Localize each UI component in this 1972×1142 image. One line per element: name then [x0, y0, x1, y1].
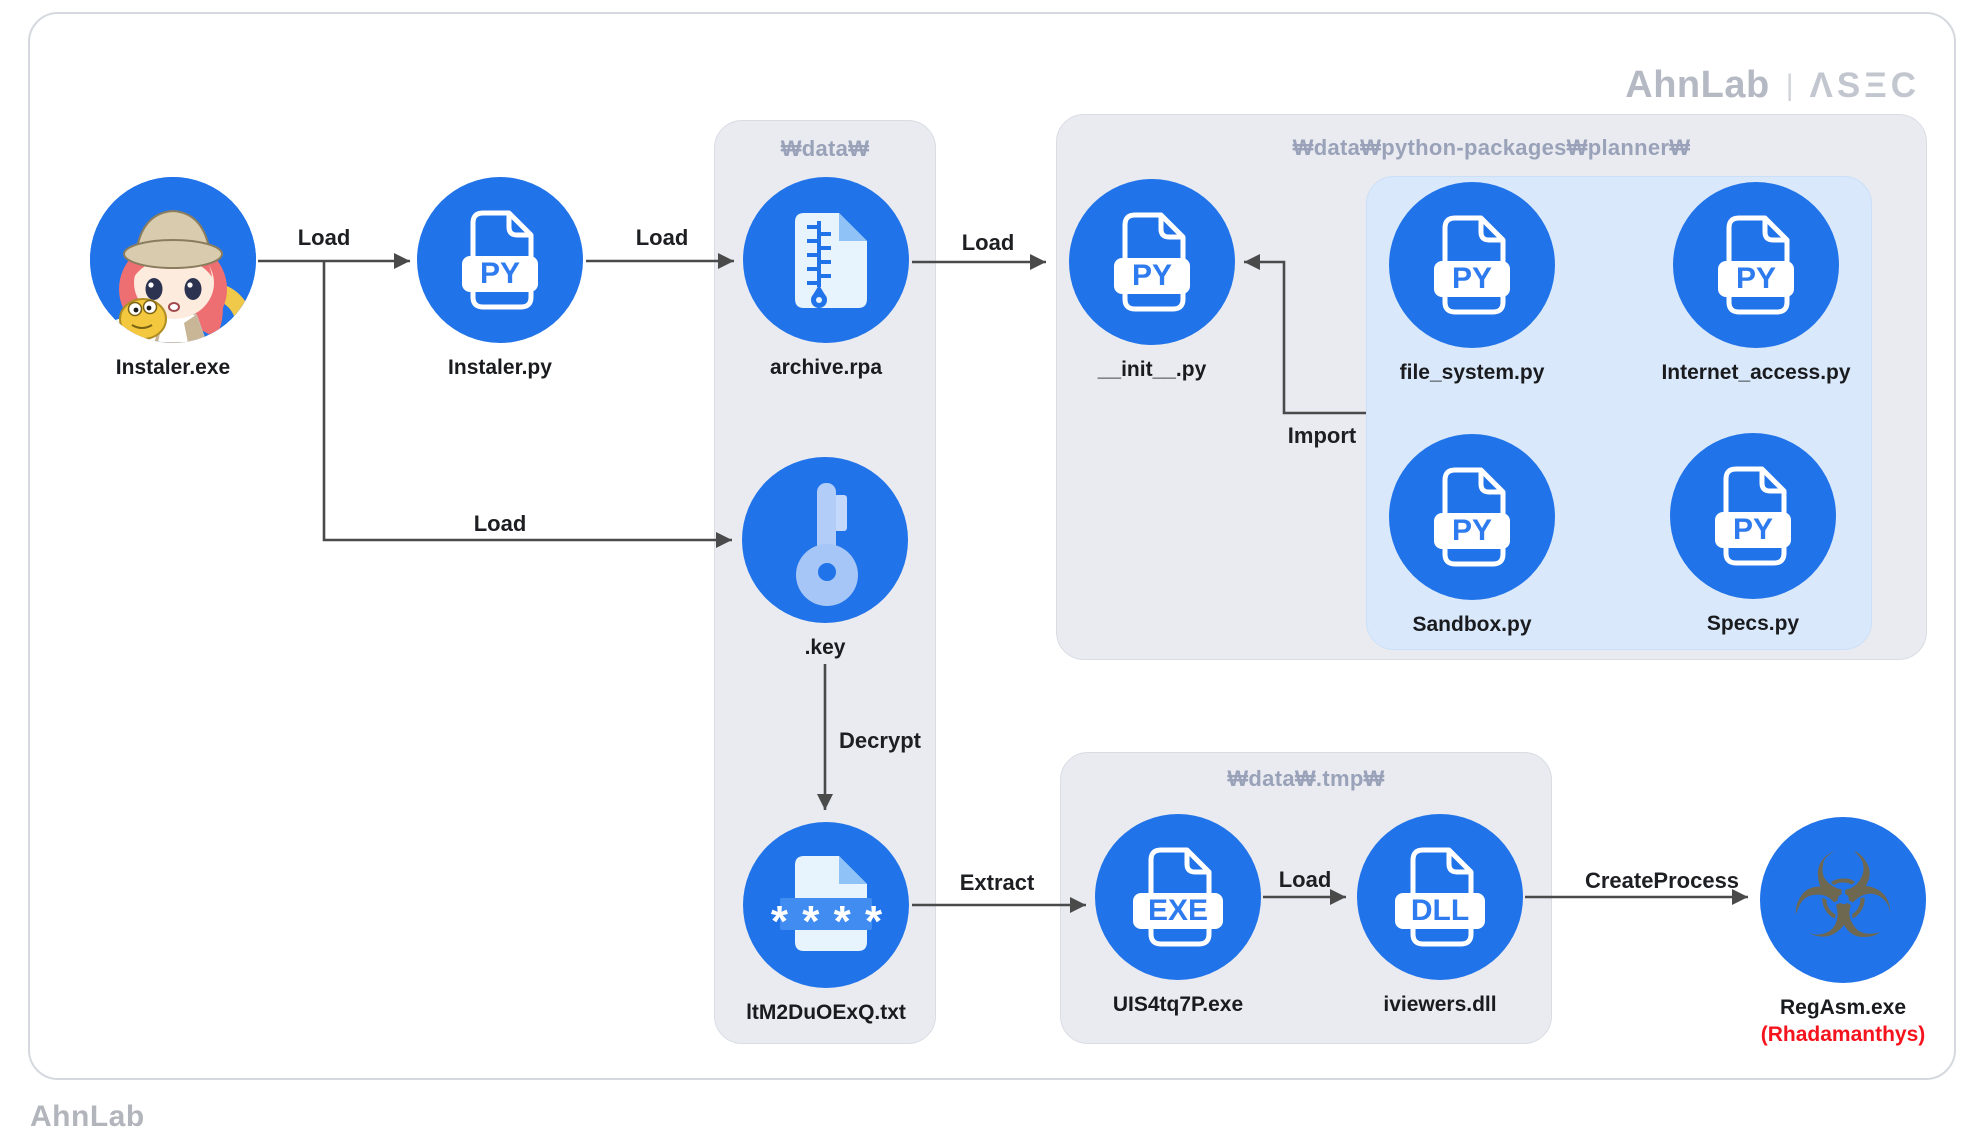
- node-label: iviewers.dll: [1383, 993, 1497, 1016]
- node-password-txt: * * * * ltM2DuOExQ.txt: [666, 822, 986, 1026]
- svg-text:PY: PY: [480, 257, 520, 290]
- node-regasm-exe: ☣ RegAsm.exe (Rhadamanthys): [1683, 817, 1972, 1049]
- arrow-import-elbow: [1244, 254, 1366, 415]
- panel-tmp-title: ₩data₩.tmp₩: [1227, 766, 1385, 791]
- edge-label-load-4: Load: [473, 511, 527, 536]
- node-label: file_system.py: [1399, 361, 1545, 384]
- node-label: ltM2DuOExQ.txt: [746, 1001, 906, 1024]
- edge-label-load-1: Load: [297, 225, 351, 250]
- malware-name-label: (Rhadamanthys): [1760, 1023, 1926, 1047]
- node-label: RegAsm.exe: [1779, 996, 1907, 1019]
- svg-text:PY: PY: [1733, 513, 1773, 546]
- edge-label-load-2: Load: [635, 225, 689, 250]
- node-installer-py: PY Instaler.py: [340, 177, 660, 381]
- py-file-icon: PY: [417, 177, 583, 343]
- node-file-system-py: PY file_system.py: [1312, 182, 1632, 386]
- node-label: .key: [804, 636, 846, 659]
- panel-planner-title: ₩data₩python-packages₩planner₩: [1292, 135, 1691, 160]
- edge-label-load-5: Load: [1278, 867, 1332, 892]
- dll-file-icon: DLL: [1357, 814, 1523, 980]
- key-icon: [742, 457, 908, 623]
- svg-text:PY: PY: [1452, 262, 1492, 295]
- node-uis4tq7p-exe: EXE UIS4tq7P.exe: [1018, 814, 1338, 1018]
- node-label: __init__.py: [1097, 358, 1207, 381]
- zip-archive-icon: [743, 177, 909, 343]
- node-iviewers-dll: DLL iviewers.dll: [1280, 814, 1600, 1018]
- ahnlab-logo-text: AhnLab: [1625, 64, 1770, 106]
- node-label: UIS4tq7P.exe: [1112, 993, 1244, 1016]
- arrow-load-key-branch: [322, 261, 732, 548]
- installer-avatar: [90, 177, 256, 343]
- node-label: Instaler.exe: [115, 356, 231, 379]
- node-specs-py: PY Specs.py: [1593, 433, 1913, 637]
- ahnlab-asec-logo: AhnLab | ΛSΞC: [1625, 64, 1920, 107]
- node-archive-rpa: archive.rpa: [666, 177, 986, 381]
- py-file-icon: PY: [1673, 182, 1839, 348]
- node-init-py: PY __init__.py: [992, 179, 1312, 383]
- svg-text:PY: PY: [1452, 514, 1492, 547]
- edge-label-extract: Extract: [959, 870, 1035, 895]
- svg-text:DLL: DLL: [1411, 894, 1469, 927]
- py-file-icon: PY: [1670, 433, 1836, 599]
- node-key-file: .key: [665, 457, 985, 661]
- biohazard-icon: ☣: [1760, 817, 1926, 983]
- password-file-icon: * * * *: [743, 822, 909, 988]
- panel-data-title: ₩data₩: [780, 136, 870, 161]
- node-label: Internet_access.py: [1661, 361, 1851, 384]
- node-label: Specs.py: [1706, 612, 1800, 635]
- edge-label-import: Import: [1287, 423, 1357, 448]
- asec-logo-text: ΛSΞC: [1809, 65, 1920, 105]
- footer-brand: AhnLab: [30, 1100, 145, 1133]
- edge-label-load-3: Load: [961, 230, 1015, 255]
- edge-label-createprocess: CreateProcess: [1584, 868, 1740, 893]
- svg-text:* * * *: * * * *: [771, 897, 883, 946]
- py-file-icon: PY: [1069, 179, 1235, 345]
- node-label: Sandbox.py: [1412, 613, 1532, 636]
- node-label: archive.rpa: [769, 356, 883, 379]
- py-file-icon: PY: [1389, 182, 1555, 348]
- node-installer-exe: Instaler.exe: [13, 177, 333, 381]
- edge-label-decrypt: Decrypt: [839, 728, 921, 753]
- logo-divider: |: [1785, 68, 1794, 102]
- svg-text:PY: PY: [1736, 262, 1776, 295]
- exe-file-icon: EXE: [1095, 814, 1261, 980]
- node-internet-access-py: PY Internet_access.py: [1596, 182, 1916, 386]
- svg-text:PY: PY: [1132, 259, 1172, 292]
- svg-text:EXE: EXE: [1148, 894, 1208, 927]
- node-sandbox-py: PY Sandbox.py: [1312, 434, 1632, 638]
- py-file-icon: PY: [1389, 434, 1555, 600]
- node-label: Instaler.py: [448, 356, 552, 379]
- avatar-icon: [90, 177, 256, 343]
